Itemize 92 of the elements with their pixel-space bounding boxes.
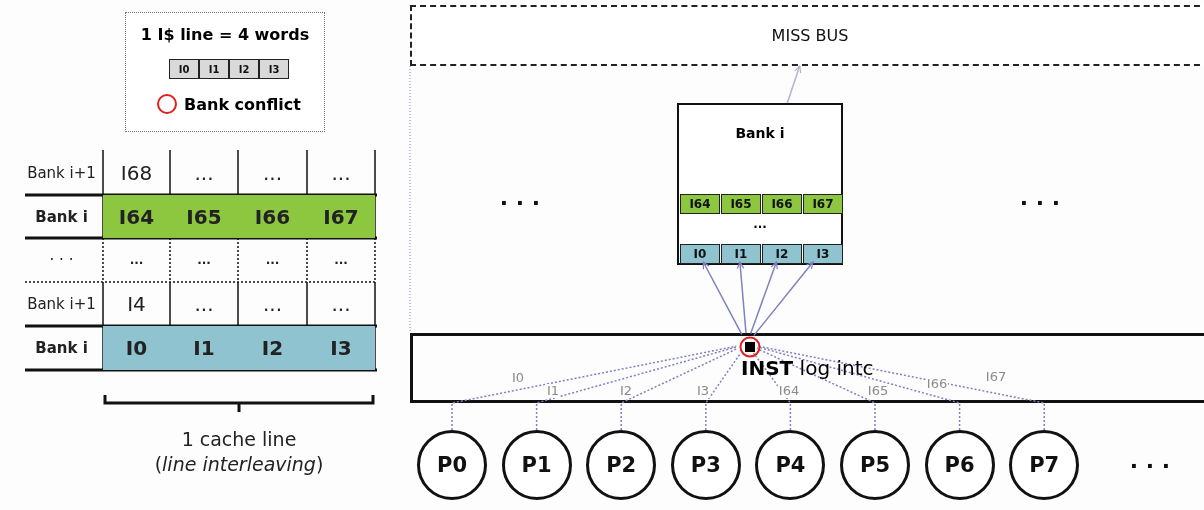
edge-label: I1 [545, 384, 561, 398]
word-cell-text: ... [196, 252, 212, 269]
edge-label: I3 [695, 384, 711, 398]
legend-title: 1 I$ line = 4 words [139, 25, 311, 44]
processor-label: P3 [690, 453, 721, 477]
word-label: I3 [268, 63, 280, 75]
connector-line [705, 352, 742, 431]
word-cell-text: I4 [126, 291, 147, 318]
interconnect-box [410, 333, 1204, 403]
word-cell [762, 194, 802, 214]
word-cell-text: ... [128, 252, 145, 269]
bank-title: Bank i [734, 125, 786, 141]
word-cell: I3 [307, 326, 375, 370]
legend-text: Bank conflict [184, 94, 301, 114]
processor-label: P4 [775, 453, 806, 477]
word-cell-text: ... [261, 291, 284, 318]
edge-label: I66 [925, 377, 949, 391]
word-cell-text: ... [264, 252, 281, 269]
word-label: I2 [238, 63, 250, 75]
word-label: I1 [734, 247, 748, 261]
word-cell-text: ... [193, 291, 215, 318]
bank-conflict-marker [739, 336, 761, 358]
processor-label: P2 [606, 453, 637, 477]
word-cell: I65 [170, 195, 238, 238]
processor-label: P6 [944, 453, 975, 477]
word-cell [169, 59, 199, 79]
word-cell [199, 59, 229, 79]
word-label: I66 [771, 197, 793, 211]
ellipsis: · · · [1019, 189, 1061, 215]
processor-label: P5 [860, 453, 890, 477]
cache-bank-box [677, 103, 843, 265]
ellipsis-text: ... [752, 217, 768, 231]
word-cell: I66 [238, 195, 307, 238]
edge-label: I64 [777, 384, 801, 398]
word-label: I0 [693, 247, 707, 261]
processor-label: P0 [437, 453, 467, 477]
edge-label: I67 [984, 370, 1008, 384]
word-cell-text: ... [330, 159, 352, 187]
word-cell [721, 194, 761, 214]
row-label: Bank i [34, 206, 89, 228]
word-cell [803, 194, 843, 214]
caption-note: (line interleaving) [153, 453, 325, 475]
connector-line [620, 347, 738, 431]
connector-line [535, 346, 738, 431]
word-label: I0 [178, 63, 190, 75]
word-label: I64 [689, 197, 711, 211]
row-label: Bank i [34, 338, 89, 359]
word-cell [762, 244, 802, 264]
word-cell: I64 [103, 195, 170, 238]
word-label: I1 [208, 63, 220, 75]
caption-text: 1 cache line [180, 428, 298, 450]
word-label: I65 [730, 197, 752, 211]
connector-line [752, 352, 792, 431]
word-cell-text: ... [330, 291, 352, 318]
arrow [753, 261, 814, 337]
word-cell-text: ... [333, 252, 349, 269]
word-cell [721, 244, 761, 264]
row-label: · · · [48, 250, 75, 271]
word-cell [680, 194, 720, 214]
connector-line [756, 347, 876, 431]
edge-label: I65 [866, 384, 890, 398]
legend-panel [125, 12, 325, 132]
word-cell [680, 244, 720, 264]
arrow [736, 261, 747, 334]
ellipsis: · · · [1129, 452, 1171, 478]
word-cell: I1 [170, 326, 238, 370]
bus-label: MISS BUS [771, 26, 849, 45]
word-label: I3 [816, 247, 830, 261]
word-label: I67 [812, 197, 834, 211]
word-cell: I67 [307, 195, 375, 238]
ellipsis: · · · [499, 189, 541, 215]
processor-label: P7 [1029, 453, 1060, 477]
word-cell [229, 59, 259, 79]
word-cell [803, 244, 843, 264]
interconnect-label: INST log intc [741, 356, 874, 380]
edge-label: I2 [618, 384, 634, 398]
word-cell-text: ... [193, 159, 215, 187]
word-cell: I2 [238, 326, 307, 370]
arrow [702, 261, 743, 336]
word-cell-text: I68 [119, 159, 154, 187]
row-label: Bank i+1 [26, 162, 97, 184]
edge-label: I0 [510, 371, 526, 385]
arrow [749, 261, 778, 335]
word-label: I2 [775, 247, 789, 261]
word-cell: I0 [103, 326, 170, 370]
connector-line [756, 346, 961, 431]
arrow [786, 65, 802, 104]
word-cell-text: ... [261, 159, 284, 187]
row-label: Bank i+1 [26, 294, 97, 315]
connector-line [757, 345, 1045, 431]
processor-label: P1 [521, 453, 552, 477]
word-cell [259, 59, 289, 79]
